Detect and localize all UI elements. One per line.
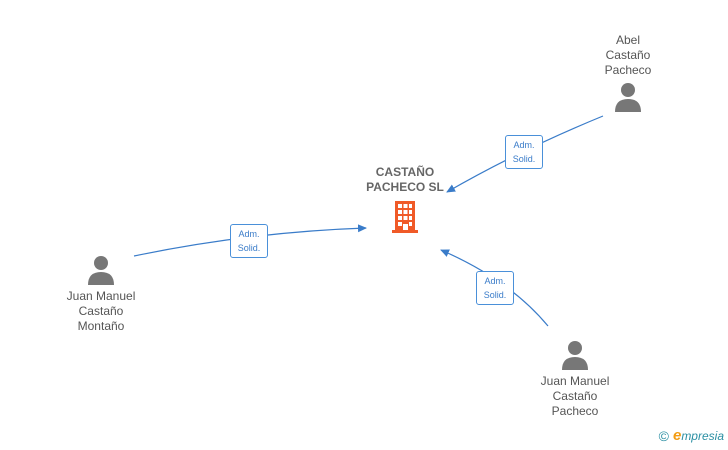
company-node[interactable]: CASTAÑO PACHECO SL xyxy=(350,165,460,234)
person-node-juan-pacheco[interactable]: Juan Manuel Castaño Pacheco xyxy=(532,340,618,419)
edge-label-line2: Solid. xyxy=(237,243,261,253)
person-name[interactable]: Abel Castaño Pacheco xyxy=(604,33,652,77)
person-name[interactable]: Juan Manuel Castaño Pacheco xyxy=(540,374,610,418)
brand-logo-text: mpresia xyxy=(681,428,724,443)
edge-label-line1: Adm. xyxy=(513,140,535,150)
person-name[interactable]: Juan Manuel Castaño Montaño xyxy=(66,289,136,333)
brand-logo-e: e xyxy=(672,427,682,444)
copyright-symbol: © xyxy=(658,427,669,444)
edge-label-line1: Adm. xyxy=(238,229,260,239)
person-icon xyxy=(562,341,588,370)
edge-label-juan-montano: Adm. Solid. xyxy=(230,224,268,258)
edge-label-abel: Adm. Solid. xyxy=(505,135,543,169)
person-node-abel[interactable]: Abel Castaño Pacheco xyxy=(586,33,670,112)
edge-label-line1: Adm. xyxy=(484,276,506,286)
edge-label-juan-pacheco: Adm. Solid. xyxy=(476,271,514,305)
person-icon xyxy=(615,83,641,112)
person-node-juan-montano[interactable]: Juan Manuel Castaño Montaño xyxy=(58,255,144,334)
edge-label-line2: Solid. xyxy=(483,290,507,300)
edge-label-line2: Solid. xyxy=(512,154,536,164)
person-icon xyxy=(88,256,114,285)
brand-footer: © e mpresia xyxy=(659,427,724,444)
building-icon xyxy=(392,201,418,233)
company-name[interactable]: CASTAÑO PACHECO SL xyxy=(366,165,444,194)
